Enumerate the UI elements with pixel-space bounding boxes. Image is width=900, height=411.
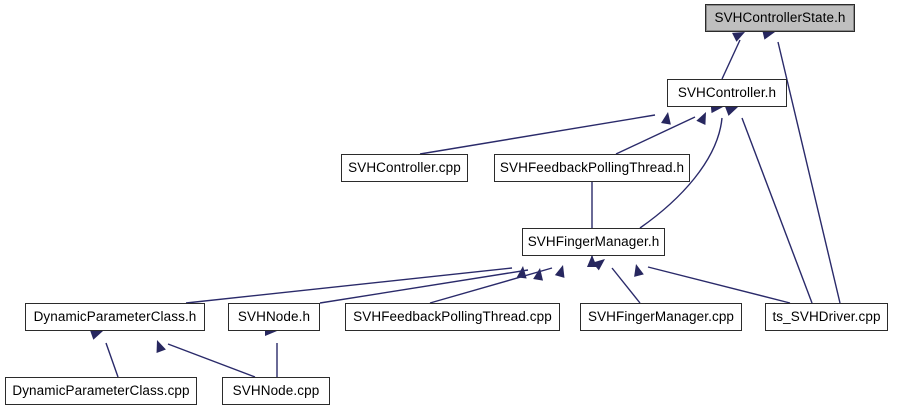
graph-node-svhcontroller_h[interactable]: SVHController.h: [667, 79, 787, 107]
graph-node-label: SVHController.cpp: [348, 160, 461, 176]
graph-edge-ts_svhdriver_cpp-to-svhcontroller_h: [725, 106, 813, 304]
graph-edge-svhfeedbackpollingthread_h-to-svhcontroller_h: [615, 112, 706, 155]
graph-node-svhfeedbackpollingthread_h[interactable]: SVHFeedbackPollingThread.h: [494, 154, 690, 182]
graph-node-label: SVHNode.h: [237, 309, 311, 325]
graph-node-dynamicparameterclass_cpp[interactable]: DynamicParameterClass.cpp: [5, 377, 197, 405]
graph-node-label: SVHFeedbackPollingThread.cpp: [353, 309, 552, 325]
graph-node-label: DynamicParameterClass.cpp: [12, 383, 190, 399]
graph-edge-svhcontroller_cpp-to-svhcontroller_h: [419, 112, 671, 155]
graph-edge-ts_svhdriver_cpp-to-svhcontrollerstate_h: [762, 29, 841, 304]
graph-node-label: SVHFingerManager.cpp: [587, 309, 735, 325]
graph-edge-ts_svhdriver_cpp-to-svhfingermanager_h: [634, 264, 791, 304]
graph-edge-svhnode_cpp-to-dynamicparameterclass_h: [156, 340, 256, 378]
graph-edge-svhcontroller_h-to-svhcontrollerstate_h: [721, 32, 745, 80]
graph-node-label: SVHController.h: [677, 85, 777, 101]
graph-node-label: DynamicParameterClass.h: [33, 309, 197, 325]
graph-node-label: SVHNode.cpp: [232, 383, 320, 399]
graph-edge-svhnode_cpp-to-svhnode_h: [265, 326, 278, 377]
graph-node-dynamicparameterclass_h[interactable]: DynamicParameterClass.h: [25, 303, 205, 331]
graph-node-label: SVHFingerManager.h: [527, 234, 660, 250]
graph-edge-svhfingermanager_cpp-to-svhfingermanager_h: [592, 259, 641, 304]
graph-node-ts_svhdriver_cpp[interactable]: ts_SVHDriver.cpp: [765, 303, 888, 331]
graph-node-svhnode_cpp[interactable]: SVHNode.cpp: [222, 377, 330, 405]
graph-node-svhnode_h[interactable]: SVHNode.h: [228, 303, 320, 331]
graph-node-svhfeedbackpollingthread_cpp[interactable]: SVHFeedbackPollingThread.cpp: [345, 303, 560, 331]
graph-node-svhfingermanager_h[interactable]: SVHFingerManager.h: [522, 228, 665, 256]
graph-node-label: SVHFeedbackPollingThread.h: [499, 160, 685, 176]
graph-node-svhcontrollerstate_h[interactable]: SVHControllerState.h: [705, 4, 855, 32]
graph-edge-dynamicparameterclass_cpp-to-dynamicparameterclass_h: [90, 330, 119, 378]
graph-node-svhcontroller_cpp[interactable]: SVHController.cpp: [341, 154, 468, 182]
graph-node-svhfingermanager_cpp[interactable]: SVHFingerManager.cpp: [580, 303, 742, 331]
graph-edge-svhfeedbackpollingthread_cpp-to-svhfingermanager_h: [429, 265, 565, 304]
graph-node-label: ts_SVHDriver.cpp: [772, 309, 881, 325]
graph-node-label: SVHControllerState.h: [714, 10, 846, 26]
